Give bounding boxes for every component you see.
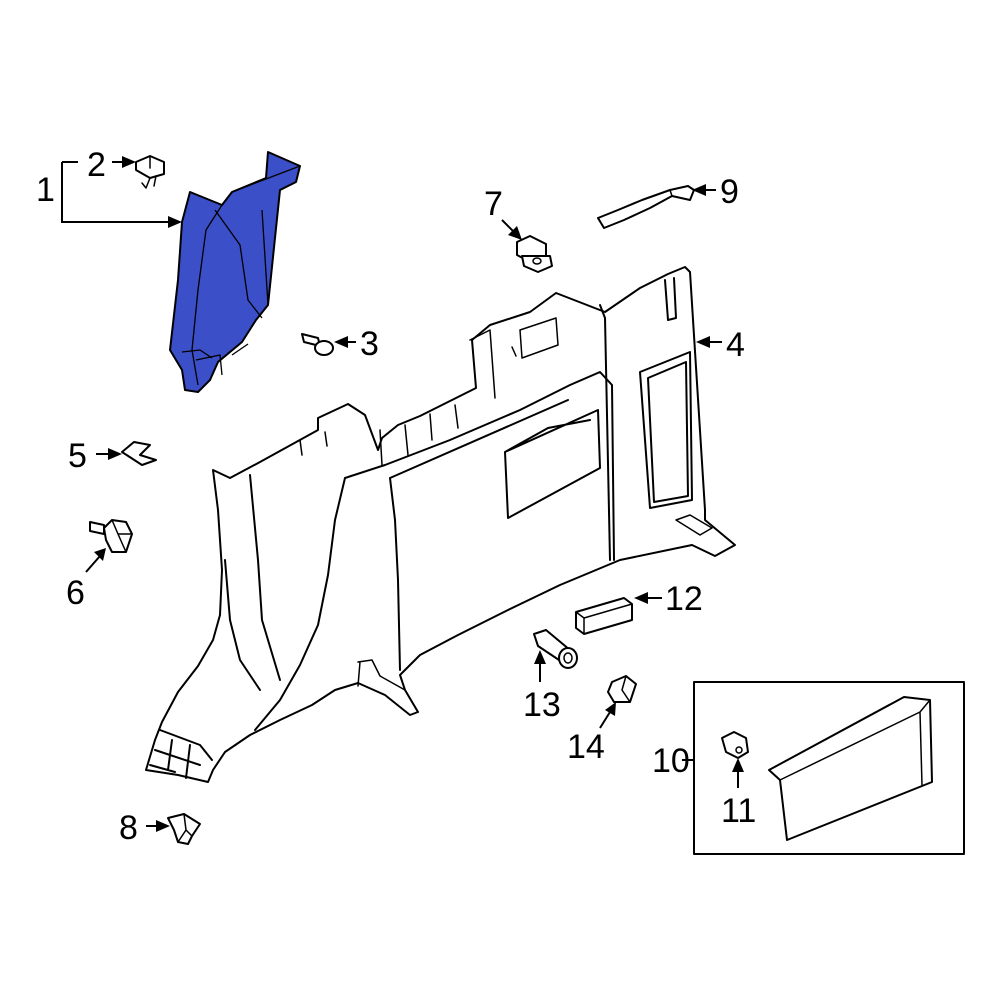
part-6-bolt-shank [89,521,105,535]
callout-14: 14 [567,728,605,766]
part-12-pad-body [575,597,633,635]
part-13-fastener-head [558,647,578,669]
part-8-clip-body [167,813,201,845]
callout-13: 13 [523,686,561,724]
part-9-strap[interactable] [597,185,695,229]
leader-5 [96,448,122,460]
part-8-clip[interactable] [167,813,201,845]
part-5-clip[interactable] [121,441,157,466]
leader-6 [85,548,106,573]
part-3-pin-head [314,340,334,356]
callout-2: 2 [87,146,106,184]
callout-3: 3 [360,325,379,363]
callout-4: 4 [726,326,745,364]
leader-2 [112,156,136,168]
part-1-body [169,151,301,393]
part-10-cover-panel[interactable] [768,696,933,841]
part-7-retainer-hole [532,257,542,265]
callout-10: 10 [652,742,690,780]
leader-7 [501,219,522,240]
leader-8 [146,820,170,832]
part-6-bolt-head [103,519,133,553]
part-4-rear-panel [599,277,693,561]
callout-9: 9 [720,173,739,211]
leader-13 [534,650,546,682]
part-1-upper-trim-panel[interactable] [169,151,301,393]
part-4-bin-pocket [504,409,601,519]
leader-14 [599,702,616,729]
callout-5: 5 [68,437,87,475]
leader-1 [61,161,182,228]
part-4-storage-bin [254,371,615,731]
callout-12: 12 [665,580,703,618]
part-13-fastener[interactable] [533,629,578,669]
part-14-clip-detail [621,675,631,703]
part-14-clip[interactable] [607,675,637,703]
callout-1: 1 [36,171,55,209]
part-11-retainer-hole [735,746,743,754]
part-12-pad[interactable] [575,597,633,635]
part-11-retainer-body [721,731,749,759]
part-11-retainer[interactable] [721,731,749,759]
part-13-fastener-hole [563,652,573,664]
part-12-pad-edge [575,603,633,635]
callout-11: 11 [721,792,756,830]
part-9-strap-body [597,185,695,229]
part-6-bolt-facets [111,519,133,553]
leader-4 [696,336,722,348]
part-8-clip-detail [177,813,193,843]
part-6-bolt[interactable] [89,519,133,553]
part-4-quarter-trim-panel[interactable] [145,266,736,783]
part-2-clip-detail [141,155,157,189]
leader-3 [334,336,356,348]
part-10-panel-edge [768,699,931,786]
part-7-retainer[interactable] [516,235,553,273]
callout-7: 7 [484,185,503,223]
part-2-clip[interactable] [135,155,165,189]
part-4-lower-bracket [357,514,713,713]
part-9-strap-detail [597,189,673,229]
callout-6: 6 [66,574,85,612]
part-5-clip-body [121,441,157,466]
inset-box-part-10 [693,681,965,855]
callout-8: 8 [119,809,138,847]
part-1-detail [181,165,301,386]
part-4-lower-foot [149,474,281,779]
leader-9 [692,184,716,196]
leader-11 [732,758,744,788]
part-4-upper-ribs [299,317,559,466]
leader-12 [634,592,662,604]
part-3-push-pin[interactable] [301,333,334,356]
part-4-outline [145,266,736,783]
